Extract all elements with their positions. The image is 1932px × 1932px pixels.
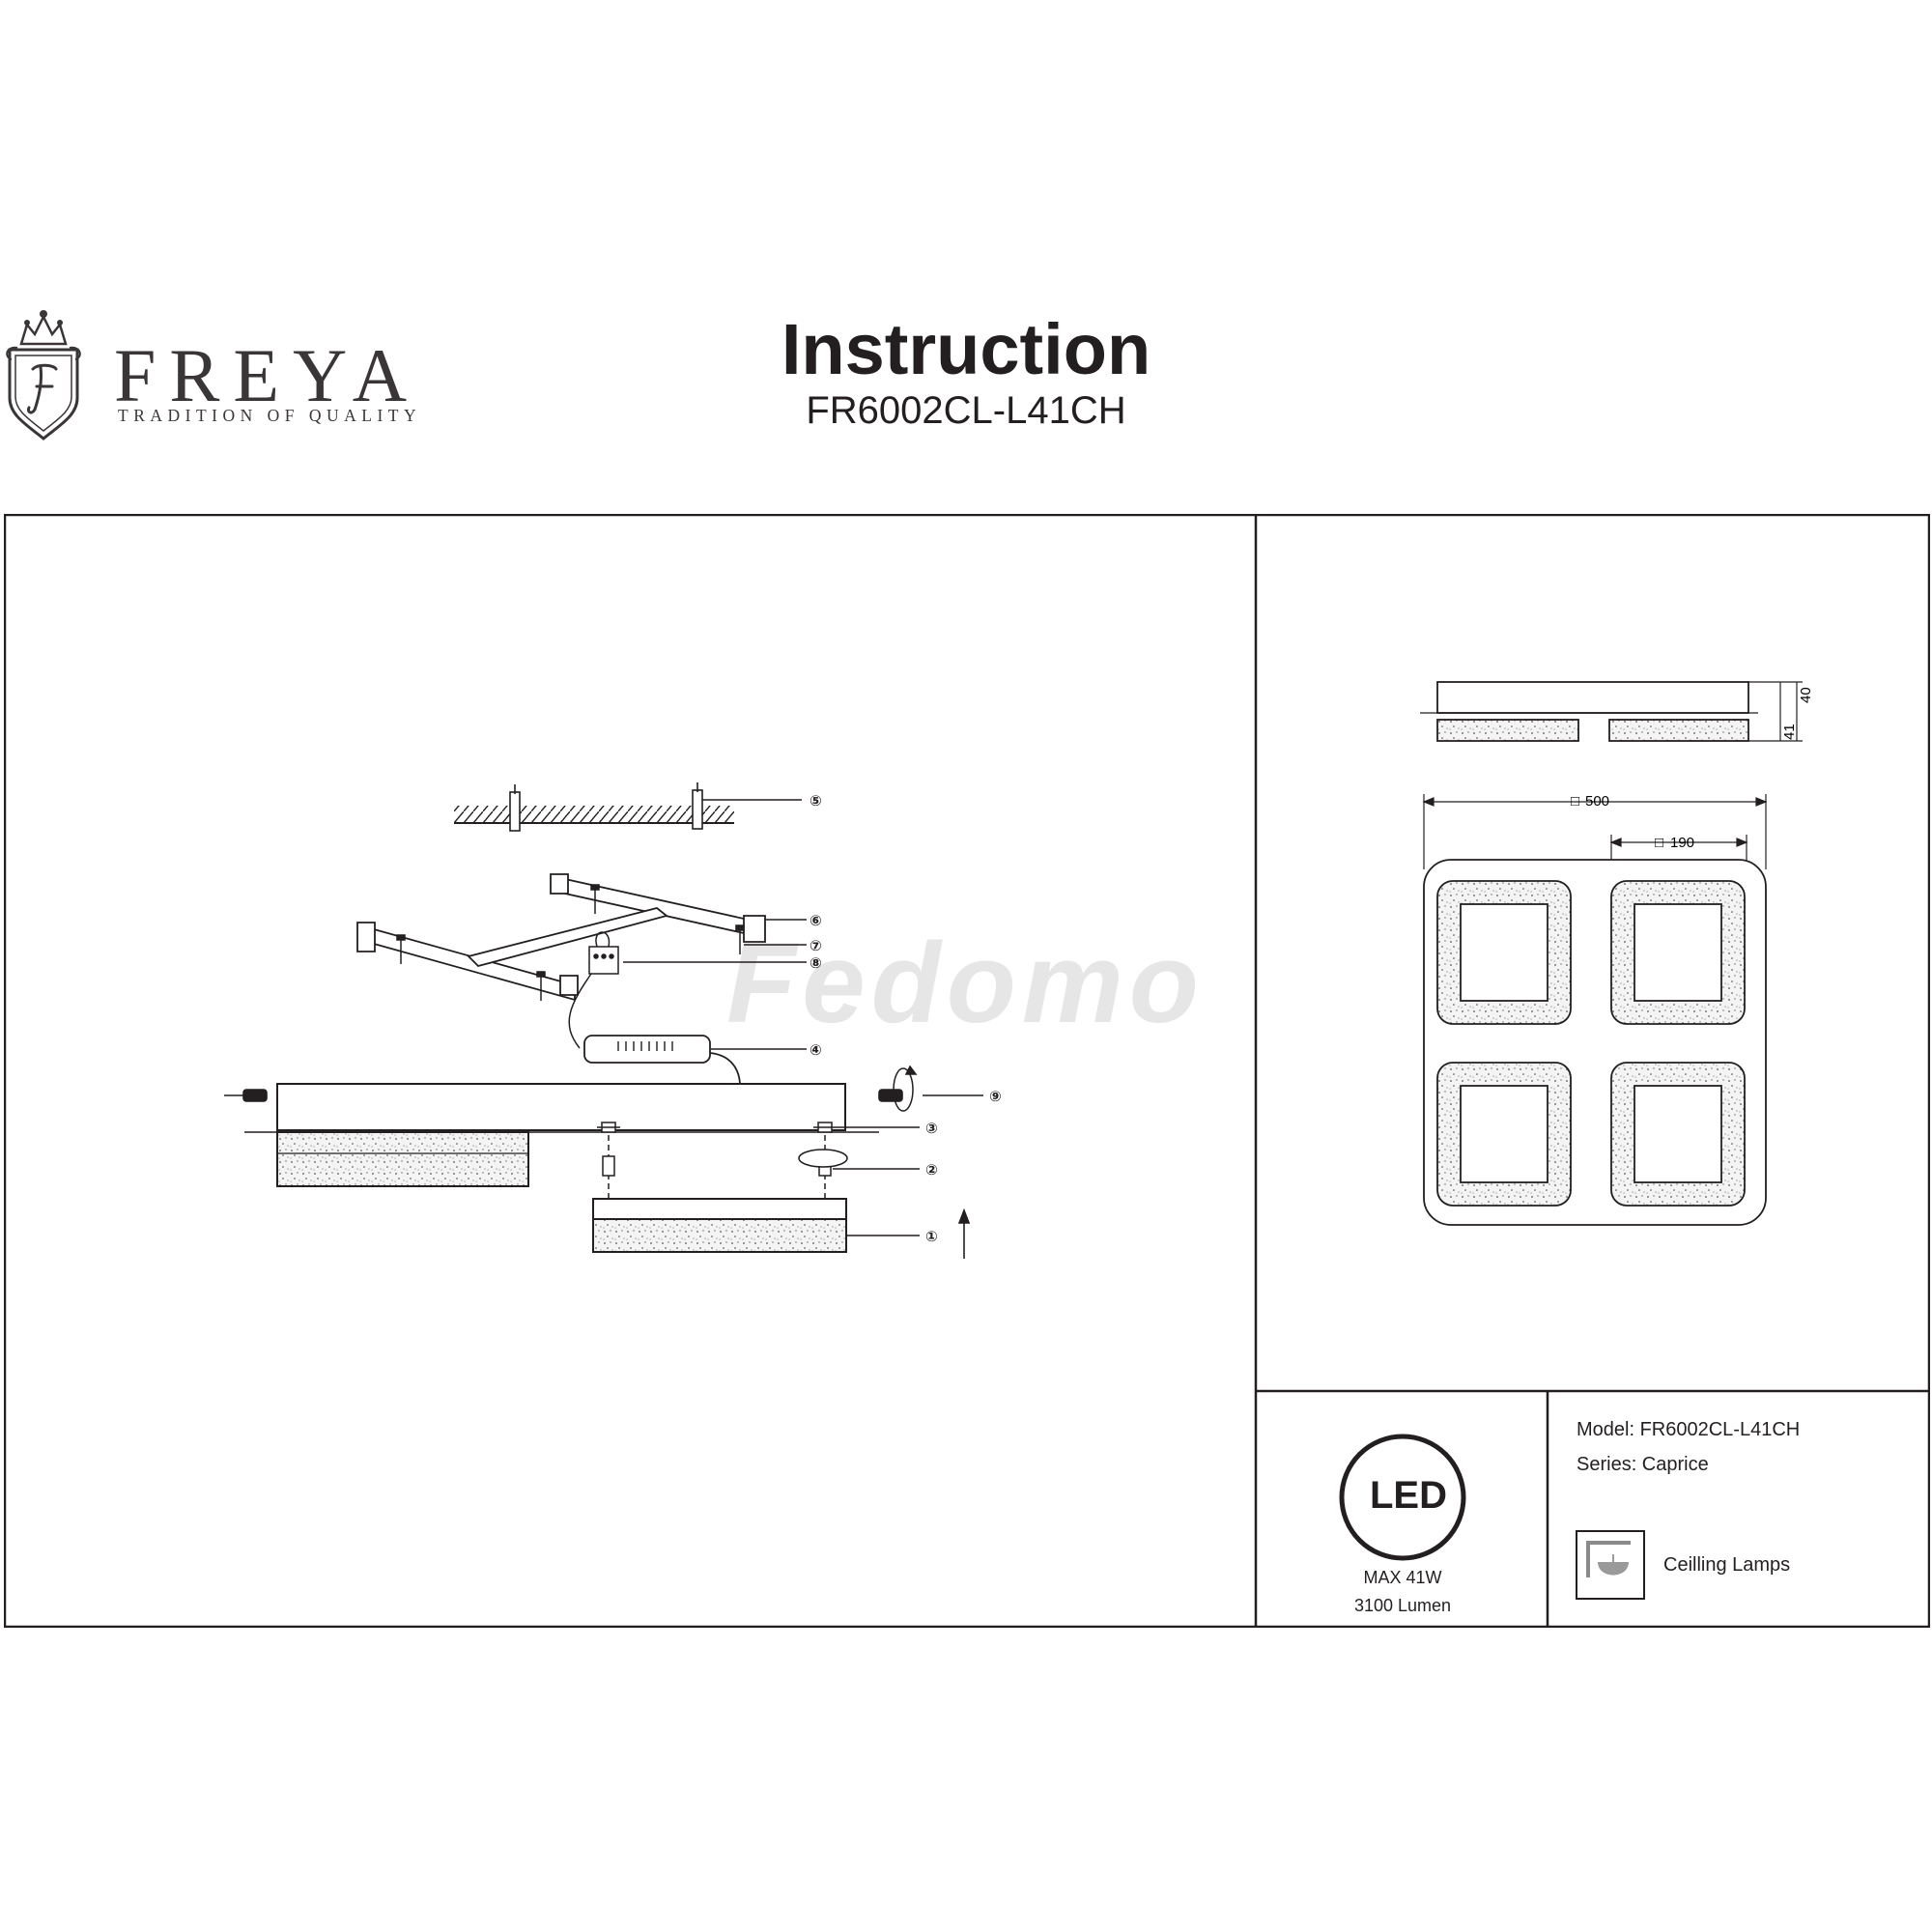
callout-9: ⑨: [989, 1088, 1002, 1105]
watermark: Fedomo: [726, 920, 1205, 1047]
up-arrow: [957, 1208, 971, 1259]
side-screw: [224, 1089, 903, 1102]
top-view: [1423, 859, 1767, 1226]
freya-crest-logo: [6, 310, 81, 440]
wall-anchor: [509, 782, 703, 832]
width-dim-lines: [1422, 794, 1768, 881]
drawing-frame: [4, 514, 1930, 1628]
callout-3: ③: [925, 1120, 938, 1137]
assembly-diagram: ⑤ ⑥ ⑦ ⑧ ④ ⑨ ③ ② ①: [224, 782, 1002, 1259]
callout-8: ⑧: [810, 954, 822, 972]
dim-height-inner: 40: [1798, 687, 1814, 703]
height-dim-lines: [1748, 681, 1803, 742]
leader-lines: [623, 799, 983, 1236]
led-badge: [1339, 1434, 1466, 1561]
callout-2: ②: [925, 1161, 938, 1179]
ceiling: [454, 806, 734, 824]
dimension-drawing: 41 40 □ 500 □ 190: [1420, 681, 1814, 1226]
mounting-clip: [597, 1122, 837, 1133]
dim-square-symbol-2: □: [1655, 835, 1663, 851]
dim-width-module: 190: [1670, 835, 1694, 851]
callout-6: ⑥: [810, 912, 822, 929]
led-label: LED: [1370, 1474, 1447, 1517]
led-driver: [583, 1035, 741, 1085]
dim-height-outer: 41: [1781, 724, 1798, 740]
lamp-base: [244, 1083, 879, 1187]
side-view: [1420, 681, 1758, 742]
terminal-block: [568, 931, 619, 1049]
callout-7: ⑦: [810, 937, 822, 954]
category-label: Ceilling Lamps: [1663, 1554, 1791, 1576]
callout-4: ④: [810, 1041, 822, 1059]
max-power: MAX 41W: [1363, 1568, 1442, 1587]
dim-square-symbol: □: [1571, 793, 1579, 810]
mounting-bracket: [356, 873, 766, 1002]
lumen-output: 3100 Lumen: [1353, 1596, 1452, 1615]
model-info: Model: FR6002CL-L41CH: [1577, 1419, 1801, 1440]
dim-width-overall: 500: [1585, 793, 1609, 810]
page-title: Instruction: [781, 309, 1151, 389]
model-code: FR6002CL-L41CH: [806, 389, 1126, 432]
callout-1: ①: [925, 1228, 938, 1245]
callout-5: ⑤: [810, 792, 822, 810]
ceiling-lamp-icon: [1576, 1530, 1645, 1600]
brand-tagline: TRADITION OF QUALITY: [118, 406, 422, 425]
brand-name: FREYA: [114, 333, 421, 417]
series-info: Series: Caprice: [1577, 1454, 1709, 1475]
mounting-pin: [602, 1135, 848, 1198]
rotate-arrow: [893, 1065, 918, 1112]
light-module: [592, 1198, 847, 1253]
bracket-screw: [396, 884, 745, 1001]
